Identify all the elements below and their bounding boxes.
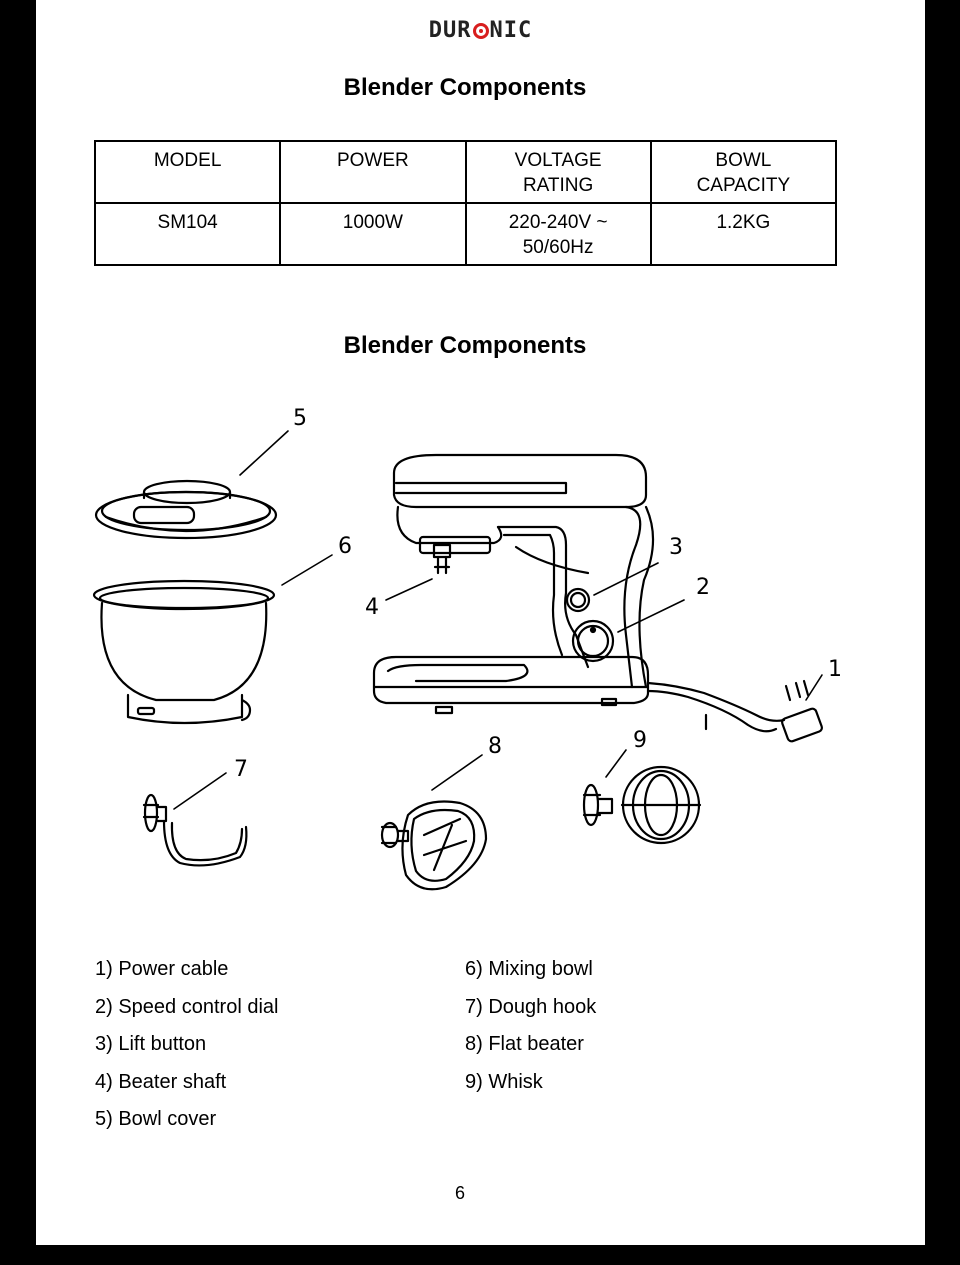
spec-table: MODEL POWER VOLTAGE RATING BOWL CAPACITY… bbox=[93, 140, 838, 266]
callout-6: 6 bbox=[338, 534, 352, 559]
cell-capacity: 1.2KG bbox=[649, 202, 838, 266]
whisk-drawing bbox=[582, 765, 702, 845]
dough-hook-drawing bbox=[142, 793, 248, 867]
list-item: 1) Power cable bbox=[95, 958, 229, 980]
list-item: 4) Beater shaft bbox=[95, 1070, 227, 1093]
mixing-bowl-drawing bbox=[92, 579, 276, 725]
callout-2: 2 bbox=[696, 575, 710, 600]
list-item: 3) Lift button bbox=[95, 1033, 207, 1055]
components-list-right: 6) Mixing bowl 7) Dough hook 8) Flat bea… bbox=[465, 955, 596, 1105]
callout-3: 3 bbox=[669, 535, 683, 560]
list-item: 8) Flat beater bbox=[465, 1033, 584, 1055]
callout-numbers: 1 2 3 4 5 6 7 8 9 bbox=[234, 406, 842, 782]
diagram-title: Blender Components bbox=[343, 332, 587, 359]
callout-7: 7 bbox=[234, 757, 248, 782]
flat-beater-drawing bbox=[380, 800, 488, 891]
cell-model: SM104 bbox=[93, 202, 282, 266]
stand-mixer-drawing bbox=[372, 453, 823, 743]
power-logo-icon bbox=[472, 23, 489, 39]
list-item: 6) Mixing bowl bbox=[465, 958, 593, 980]
page-number: 6 bbox=[454, 1183, 465, 1203]
callout-9: 9 bbox=[633, 728, 647, 753]
table-title: Blender Components bbox=[343, 74, 587, 101]
header-power: POWER bbox=[279, 140, 467, 204]
callout-8: 8 bbox=[488, 734, 502, 759]
table-header-row: MODEL POWER VOLTAGE RATING BOWL CAPACITY bbox=[93, 140, 838, 204]
callout-4: 4 bbox=[365, 595, 379, 620]
table-row: SM104 1000W 220-240V ~ 50/60Hz 1.2KG bbox=[93, 202, 838, 266]
bowl-cover-drawing bbox=[94, 479, 278, 540]
components-list-left: 1) Power cable 2) Speed control dial 3) … bbox=[95, 955, 278, 1143]
list-item: 9) Whisk bbox=[465, 1070, 543, 1093]
callout-leaders bbox=[173, 430, 823, 810]
header-model: MODEL bbox=[93, 140, 282, 204]
components-illustration: 1 2 3 4 5 6 7 8 9 bbox=[92, 406, 842, 891]
callout-1: 1 bbox=[828, 657, 842, 682]
list-item: 5) Bowl cover bbox=[95, 1108, 217, 1130]
cell-voltage: 220-240V ~ 50/60Hz bbox=[464, 202, 652, 266]
callout-5: 5 bbox=[293, 406, 307, 431]
cell-power: 1000W bbox=[279, 202, 467, 266]
list-item: 7) Dough hook bbox=[465, 995, 597, 1018]
header-voltage: VOLTAGE RATING bbox=[464, 140, 652, 204]
list-item: 2) Speed control dial bbox=[95, 995, 279, 1018]
components-diagram: 1 2 3 4 5 6 7 8 9 bbox=[36, 395, 925, 935]
header-capacity: BOWL CAPACITY bbox=[649, 140, 838, 204]
